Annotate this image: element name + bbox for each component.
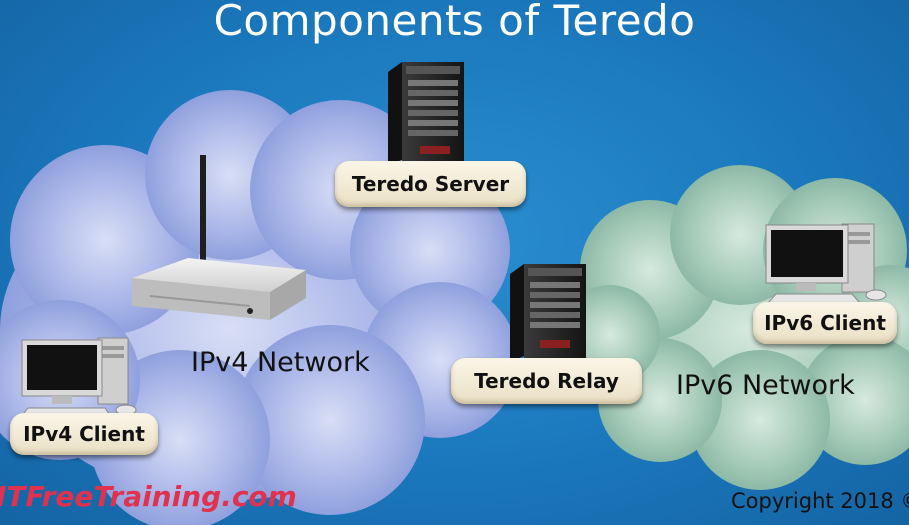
teredo-relay-badge: Teredo Relay bbox=[451, 358, 642, 404]
ipv4-network-label: IPv4 Network bbox=[191, 347, 370, 378]
ipv6-client-computer-icon bbox=[765, 223, 887, 304]
teredo-server-badge: Teredo Server bbox=[335, 161, 526, 207]
teredo-relay-icon bbox=[510, 264, 586, 362]
ipv4-client-badge: IPv4 Client bbox=[10, 413, 158, 455]
brand-logo-text: ITFreeTraining.com bbox=[0, 480, 297, 513]
teredo-server-icon bbox=[388, 62, 464, 165]
ipv6-client-badge: IPv6 Client bbox=[753, 302, 897, 344]
router-icon bbox=[132, 155, 306, 320]
diagram-title: Components of Teredo bbox=[213, 0, 696, 45]
ipv6-network-label: IPv6 Network bbox=[676, 370, 855, 401]
copyright-notice: Copyright 2018 © bbox=[731, 489, 909, 513]
